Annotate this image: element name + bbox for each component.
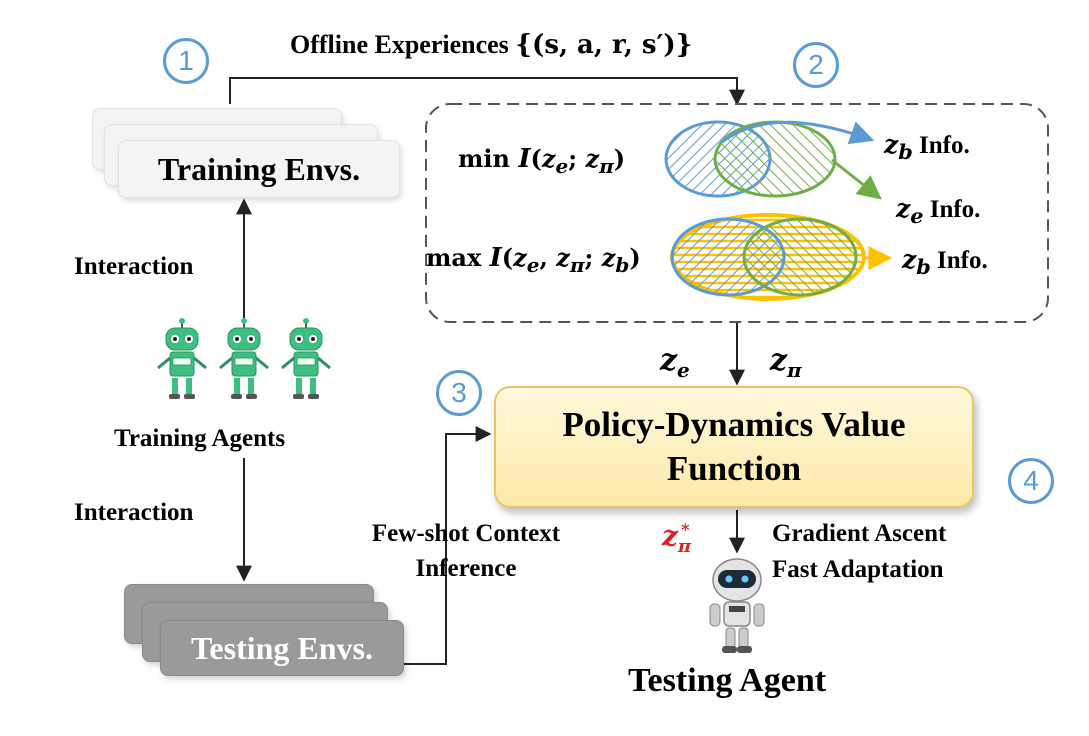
testing-agent-label: Testing Agent	[628, 662, 827, 699]
few-shot-arrow	[404, 426, 492, 665]
green-robot-icon	[157, 318, 207, 399]
training-envs-label: Training Envs.	[157, 151, 361, 187]
few-shot-label: Few-shot Context Inference	[371, 520, 561, 582]
venn-max-mutual-info	[670, 213, 893, 301]
offline-arrow	[229, 77, 745, 106]
ze-info-arrow	[831, 158, 882, 200]
step-2-marker: 2	[793, 42, 839, 88]
testing-envs-label: Testing Envs.	[191, 630, 373, 666]
step-3-marker: 3	[436, 370, 482, 416]
interaction-label-bottom: Interaction	[74, 499, 194, 526]
venn-zpi-set-top	[713, 120, 837, 198]
zpi-latent-label: zπ	[770, 343, 802, 382]
step-4-marker: 4	[1008, 458, 1054, 504]
testing-robot-icon	[709, 558, 765, 653]
ze-latent-label: ze	[660, 343, 690, 382]
offline-experiences-title: Offline Experiences {(s, a, r, s′)}	[290, 30, 693, 60]
step-1-marker: 1	[163, 38, 209, 84]
green-robot-icon-3	[280, 316, 332, 401]
policy-dynamics-value-function-box: Policy-Dynamics Value Function	[494, 386, 974, 508]
ze-sub: e	[555, 153, 569, 178]
venn-zpi-set-bottom	[742, 217, 858, 297]
zb-info-label-top: zb Info.	[884, 130, 970, 164]
ze-info-label: ze Info.	[896, 194, 981, 228]
interaction-label-top: Interaction	[74, 253, 194, 280]
venn-min-mutual-info	[664, 120, 882, 200]
zpi-star-label: zπ*	[662, 519, 692, 557]
objective-region-box	[425, 103, 1049, 323]
training-env-card-front: Training Envs.	[118, 140, 400, 198]
zb-info-arrow-top	[721, 120, 875, 145]
green-robot-icon-2	[218, 316, 270, 401]
max-mi-expression: max I(ze, zπ; zb)	[426, 243, 641, 277]
min-mi-expression: min I(ze; zπ)	[458, 144, 626, 178]
zpi-sub: π	[599, 153, 614, 178]
training-agents-label: Training Agents	[114, 425, 286, 452]
testing-env-card-front: Testing Envs.	[160, 620, 404, 676]
pdvf-label-line1: Policy-Dynamics Value	[562, 405, 906, 445]
training-agents-group	[152, 316, 336, 408]
gradient-ascent-label: Gradient Ascent Fast Adaptation	[772, 520, 947, 584]
green-robot-icons	[157, 316, 332, 401]
zb-info-label-bottom: zb Info.	[902, 245, 988, 279]
pdvf-label-line2: Function	[666, 449, 802, 488]
